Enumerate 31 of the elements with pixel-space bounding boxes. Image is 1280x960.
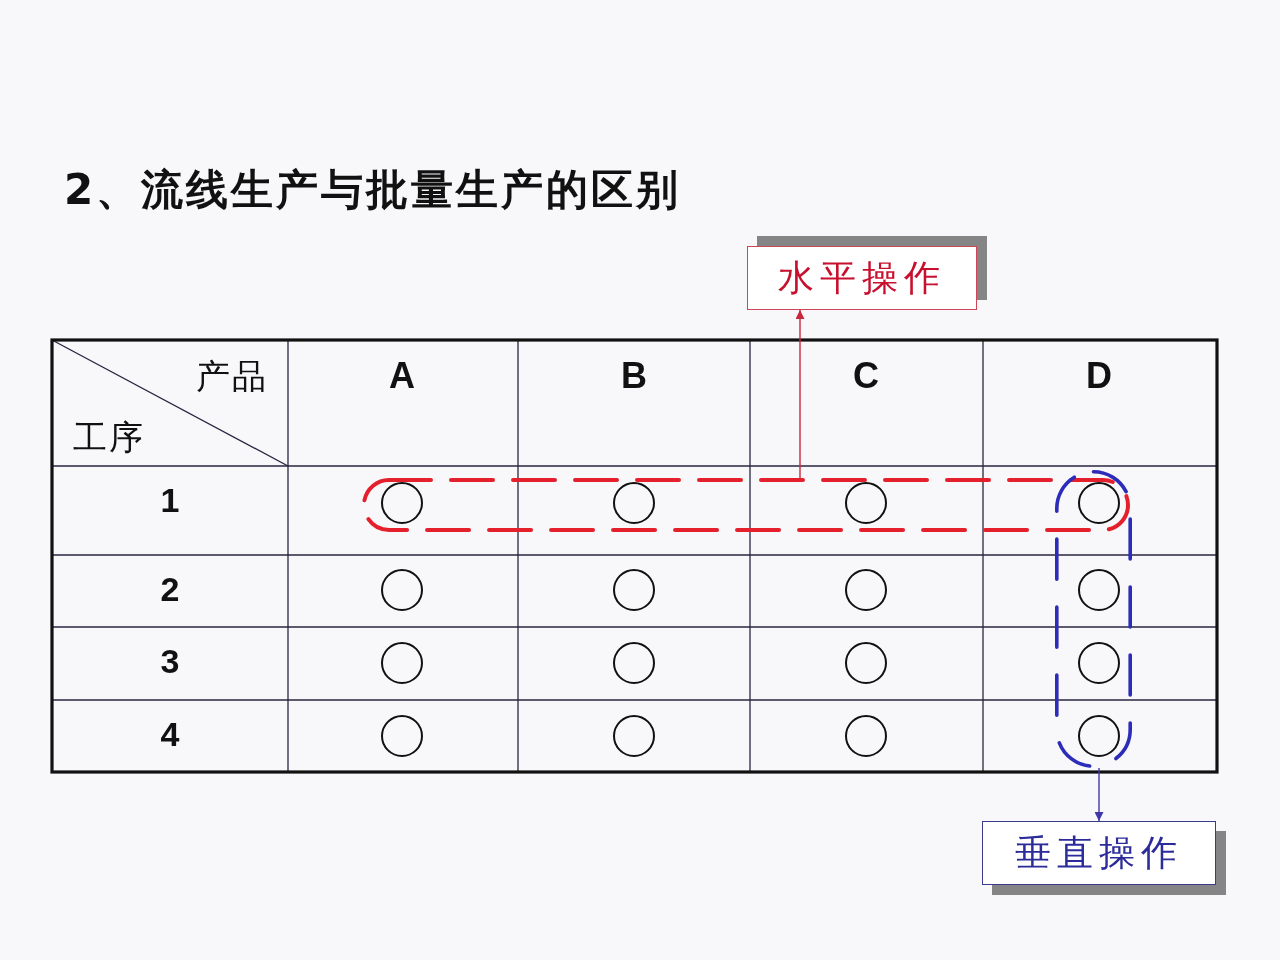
header-label: 工序 [73,420,145,454]
circle-icon [613,482,655,524]
row-header: 2 [160,572,180,606]
column-header: D [1086,358,1112,394]
circle-icon [613,715,655,757]
circle-icon [613,642,655,684]
circle-icon [381,569,423,611]
dashed-outline [362,478,1130,532]
row-header: 3 [160,644,180,678]
dashed-outline [1055,470,1132,768]
row-header: 1 [160,483,180,517]
column-header: A [389,358,415,394]
circle-icon [613,569,655,611]
circle-icon [381,642,423,684]
circle-icon [1078,642,1120,684]
circle-icon [1078,482,1120,524]
row-header: 4 [160,717,180,751]
circle-icon [381,482,423,524]
leader-arrow [1094,767,1104,822]
circle-icon [1078,569,1120,611]
circle-icon [381,715,423,757]
circle-icon [1078,715,1120,757]
header-label: 产品 [196,359,268,393]
circle-icon [845,642,887,684]
leader-arrow [795,309,805,479]
column-header: C [853,358,879,394]
circle-icon [845,715,887,757]
page-title: 2、流线生产与批量生产的区别 [64,169,682,211]
column-header: B [621,358,647,394]
circle-icon [845,569,887,611]
circle-icon [845,482,887,524]
